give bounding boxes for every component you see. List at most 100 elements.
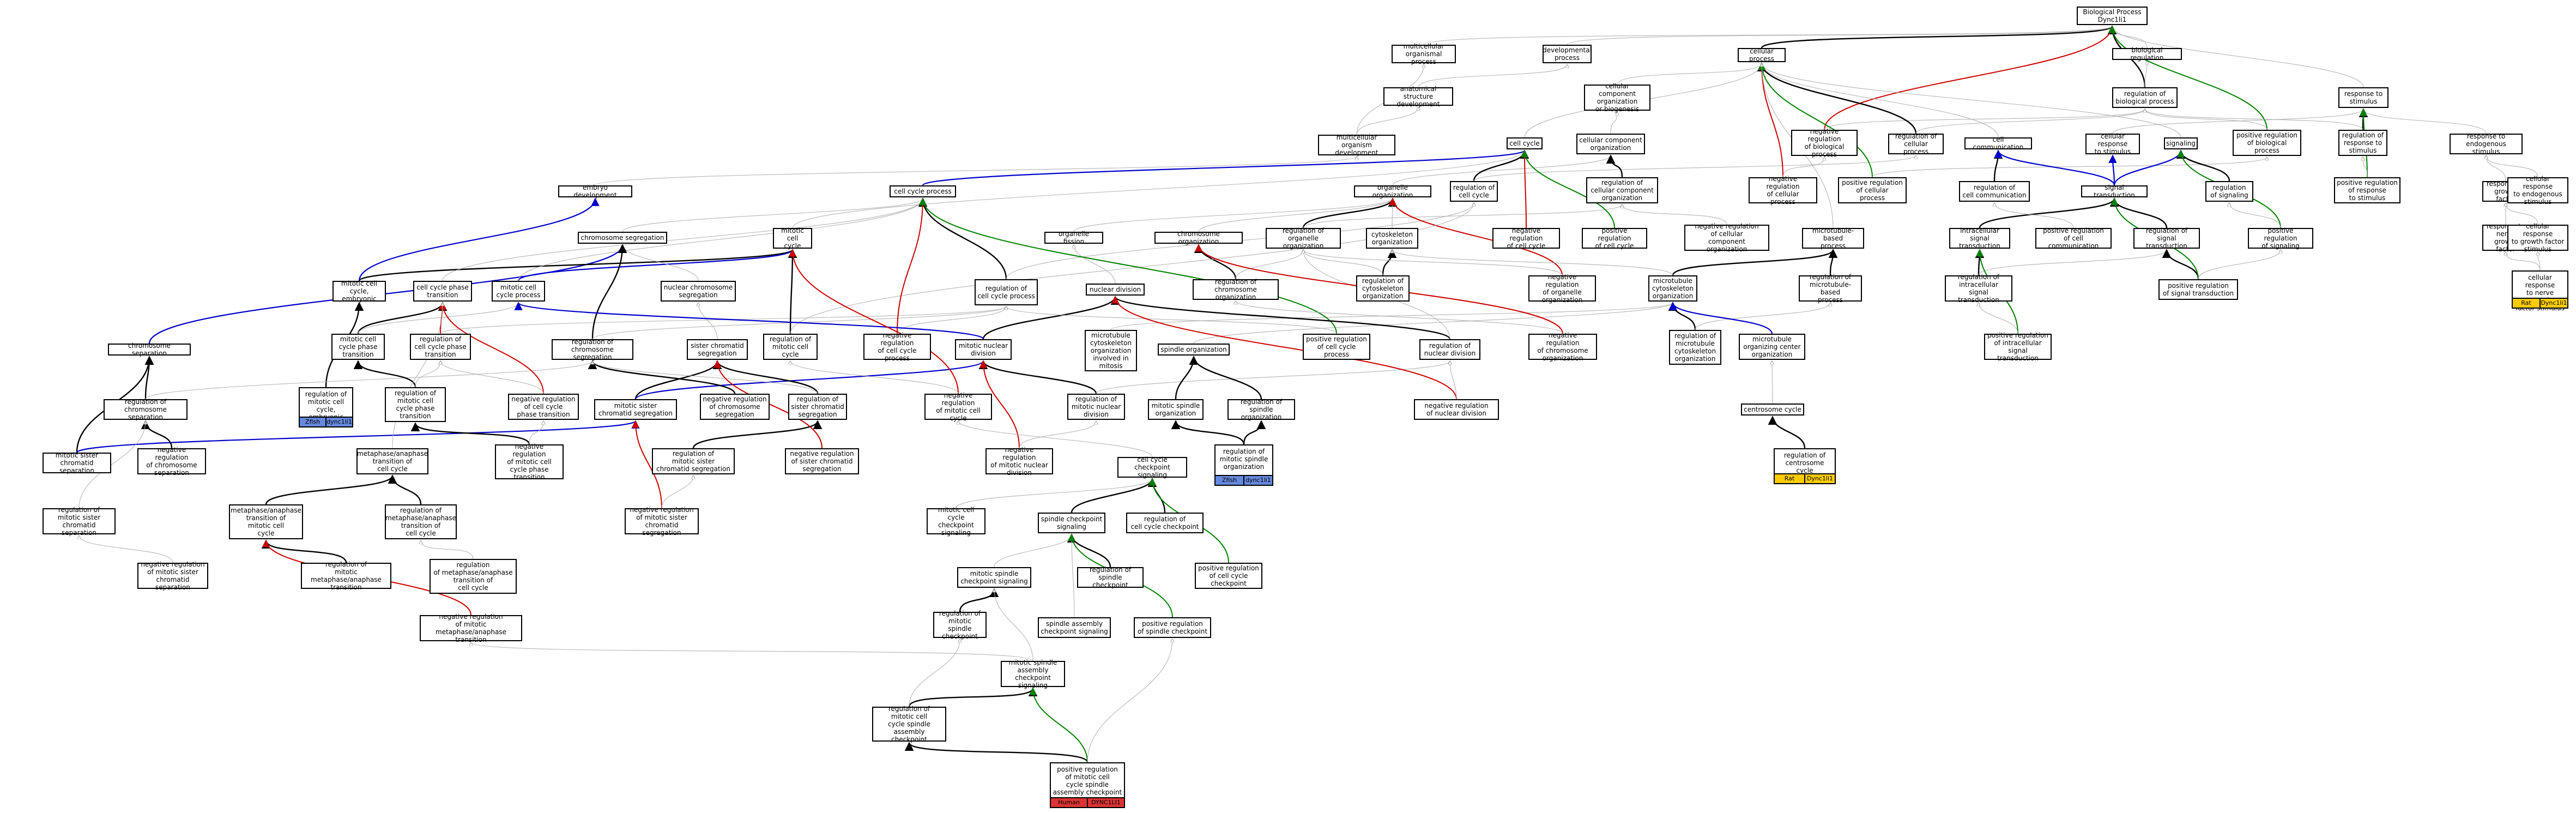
term-mitotic-cell-cycle-checkpoint-signaling[interactable]: mitotic cell cycle checkpoint signaling <box>927 506 985 537</box>
term-regulation-of-mitotic-cell-cycle-embryonic[interactable]: regulation of mitotic cell cycle, embryo… <box>299 387 353 427</box>
term-positive-regulation-of-cell-cycle-checkpoint[interactable]: positive regulation of cell cycle checkp… <box>1195 563 1262 589</box>
term-positive-regulation-of-biological-process[interactable]: positive regulation of biological proces… <box>2233 130 2301 156</box>
term-regulation-of-mitotic-sister-chromatid-segregation[interactable]: regulation of mitotic sister chromatid s… <box>652 448 735 474</box>
term-spindle-organization[interactable]: spindle organization <box>1158 344 1230 356</box>
term-nuclear-chromosome-segregation[interactable]: nuclear chromosome segregation <box>661 281 736 302</box>
term-cell-cycle-checkpoint-signaling[interactable]: cell cycle checkpoint signaling <box>1117 456 1187 479</box>
term-negative-regulation-of-sister-chromatid-segregation[interactable]: negative regulation of sister chromatid … <box>785 448 859 474</box>
term-sister-chromatid-segregation[interactable]: sister chromatid segregation <box>687 339 748 360</box>
term-regulation-of-cell-cycle[interactable]: regulation of cell cycle <box>1450 181 1498 202</box>
term-negative-regulation-of-mitotic-cell-cycle[interactable]: negative regulation of mitotic cell cycl… <box>924 392 992 422</box>
term-embryo-development[interactable]: embryo development <box>558 184 632 199</box>
term-mitotic-spindle-assembly-checkpoint-signaling[interactable]: mitotic spindle assembly checkpoint sign… <box>1001 659 1065 689</box>
term-negative-regulation-of-organelle-organization[interactable]: negative regulation of organelle organiz… <box>1528 273 1596 304</box>
term-centrosome-cycle[interactable]: centrosome cycle <box>1741 404 1804 415</box>
term-negative-regulation-of-biological-process[interactable]: negative regulation of biological proces… <box>1791 128 1858 158</box>
term-organelle-organization[interactable]: organelle organization <box>1354 184 1431 199</box>
term-positive-regulation-of-cell-cycle[interactable]: positive regulation of cell cycle <box>1582 227 1647 250</box>
term-cellular-response-to-stimulus[interactable]: cellular response to stimulus <box>2085 133 2140 155</box>
term-chromosome-segregation[interactable]: chromosome segregation <box>578 232 667 244</box>
term-biological-regulation[interactable]: biological regulation <box>2112 46 2182 62</box>
term-spindle-checkpoint-signaling[interactable]: spindle checkpoint signaling <box>1038 513 1105 533</box>
term-cellular-process[interactable]: cellular process <box>1738 47 1786 63</box>
term-anatomical-structure-development[interactable]: anatomical structure development <box>1383 85 1453 108</box>
term-positive-regulation-of-intracellular-signal-transduction[interactable]: positive regulation of intracellular sig… <box>1984 332 2052 362</box>
term-regulation-of-mitotic-cell-cycle-phase-transition[interactable]: regulation of mitotic cell cycle phase t… <box>385 387 446 422</box>
term-negative-regulation-of-cell-cycle[interactable]: negative regulation of cell cycle <box>1492 227 1560 250</box>
term-regulation-of-sister-chromatid-segregation[interactable]: regulation of sister chromatid segregati… <box>788 394 847 420</box>
term-regulation-of-cytoskeleton-organization[interactable]: regulation of cytoskeleton organization <box>1356 275 1410 302</box>
term-negative-regulation-of-mitotic-sister-chromatid-separation[interactable]: negative regulation of mitotic sister ch… <box>137 561 208 591</box>
term-cellular-response-to-nerve-growth-factor-stimulus[interactable]: cellular response to nerve growth factor… <box>2512 270 2568 312</box>
term-regulation-of-chromosome-segregation[interactable]: regulation of chromosome segregation <box>552 338 633 361</box>
term-cell-cycle-phase-transition[interactable]: cell cycle phase transition <box>413 281 472 302</box>
term-signal-transduction[interactable]: signal transduction <box>2081 184 2148 199</box>
term-regulation-of-nuclear-division[interactable]: regulation of nuclear division <box>1419 339 1480 360</box>
term-signaling[interactable]: signaling <box>2164 137 2198 149</box>
term-response-to-stimulus[interactable]: response to stimulus <box>2338 87 2388 108</box>
term-cell-cycle-process[interactable]: cell cycle process <box>890 185 956 197</box>
term-negative-regulation-of-cellular-process[interactable]: negative regulation of cellular process <box>1749 175 1817 206</box>
term-regulation-of-cell-cycle-process[interactable]: regulation of cell cycle process <box>975 279 1038 305</box>
term-mitotic-sister-chromatid-segregation[interactable]: mitotic sister chromatid segregation <box>594 399 677 420</box>
term-cell-communication[interactable]: cell communication <box>1964 136 2032 151</box>
term-regulation-of-chromosome-separation[interactable]: regulation of chromosome separation <box>104 398 188 421</box>
term-regulation-of-organelle-organization[interactable]: regulation of organelle organization <box>1266 227 1341 250</box>
term-regulation-of-cell-communication[interactable]: regulation of cell communication <box>1959 181 2030 202</box>
term-chromosome-organization[interactable]: chromosome organization <box>1154 230 1243 245</box>
term-regulation-of-cellular-process[interactable]: regulation of cellular process <box>1888 133 1944 155</box>
term-regulation-of-metaphase-anaphase-transition-of-mitotic-cell-cycle[interactable]: regulation of metaphase/anaphase transit… <box>430 559 517 594</box>
term-mitotic-cell-cycle[interactable]: mitotic cell cycle <box>773 227 812 250</box>
term-spindle-assembly-checkpoint-signaling[interactable]: spindle assembly checkpoint signaling <box>1038 617 1111 638</box>
term-negative-regulation-of-nuclear-division[interactable]: negative regulation of nuclear division <box>1414 399 1499 420</box>
term-microtubule-cytoskeleton-organization-involved-in-mitosis[interactable]: microtubule cytoskeleton organization in… <box>1085 330 1137 371</box>
term-cellular-response-to-growth-factor-stimulus[interactable]: cellular response to growth factor stimu… <box>2507 222 2568 253</box>
term-response-to-endogenous-stimulus[interactable]: response to endogenous stimulus <box>2450 133 2523 155</box>
term-regulation-of-mitotic-cell-cycle-spindle-assembly-checkpoint[interactable]: regulation of mitotic cell cycle spindle… <box>872 705 946 743</box>
term-metaphase-anaphase-transition-of-mitotic-cell-cycle[interactable]: metaphase/anaphase transition of mitotic… <box>229 504 303 539</box>
term-cellular-response-to-endogenous-stimulus[interactable]: cellular response to endogenous stimulus <box>2507 175 2568 206</box>
term-negative-regulation-of-chromosome-organization[interactable]: negative regulation of chromosome organi… <box>1528 332 1597 362</box>
term-positive-regulation-of-signaling[interactable]: positive regulation of signaling <box>2248 227 2313 250</box>
term-regulation-of-metaphase-anaphase-transition-of-cell-cycle[interactable]: regulation of metaphase/anaphase transit… <box>385 504 457 539</box>
term-mitotic-cell-cycle-process[interactable]: mitotic cell cycle process <box>492 281 545 302</box>
term-regulation-of-signal-transduction[interactable]: regulation of signal transduction <box>2133 227 2200 250</box>
term-positive-regulation-of-cell-cycle-process[interactable]: positive regulation of cell cycle proces… <box>1303 334 1370 360</box>
term-regulation-of-cell-cycle-phase-transition[interactable]: regulation of cell cycle phase transitio… <box>410 334 471 360</box>
term-organelle-fission[interactable]: organelle fission <box>1044 230 1103 245</box>
term-positive-regulation-of-mitotic-cell-cycle-spindle-assembly-checkpoint[interactable]: positive regulation of mitotic cell cycl… <box>1050 762 1125 808</box>
term-cell-cycle[interactable]: cell cycle <box>1507 137 1543 149</box>
term-negative-regulation-of-mitotic-cell-cycle-phase-transition[interactable]: negative regulation of mitotic cell cycl… <box>495 443 564 481</box>
term-intracellular-signal-transduction[interactable]: intracellular signal transduction <box>1949 227 2010 250</box>
term-mitotic-spindle-checkpoint-signaling[interactable]: mitotic spindle checkpoint signaling <box>957 567 1031 588</box>
term-negative-regulation-of-chromosome-segregation[interactable]: negative regulation of chromosome segreg… <box>700 394 770 420</box>
term-nuclear-division[interactable]: nuclear division <box>1086 284 1145 296</box>
term-microtubule-cytoskeleton-organization[interactable]: microtubule cytoskeleton organization <box>1648 275 1697 302</box>
term-microtubule-based-process[interactable]: microtubule-based process <box>1802 227 1864 250</box>
term-regulation-of-microtubule-based-process[interactable]: regulation of microtubule-based process <box>1799 273 1862 304</box>
term-regulation-of-cellular-component-organization[interactable]: regulation of cellular component organiz… <box>1586 177 1658 203</box>
term-mitotic-sister-chromatid-separation[interactable]: mitotic sister chromatid separation <box>43 451 111 474</box>
term-regulation-of-response-to-stimulus[interactable]: regulation of response to stimulus <box>2338 130 2387 156</box>
term-cytoskeleton-organization[interactable]: cytoskeleton organization <box>1366 228 1418 249</box>
term-mitotic-nuclear-division[interactable]: mitotic nuclear division <box>955 339 1012 360</box>
term-multicellular-organism-development[interactable]: multicellular organism development <box>1318 134 1395 156</box>
term-negative-regulation-of-chromosome-separation[interactable]: negative regulation of chromosome separa… <box>137 446 206 477</box>
term-regulation-of-mitotic-cell-cycle[interactable]: regulation of mitotic cell cycle <box>763 334 818 360</box>
term-regulation-of-biological-process[interactable]: regulation of biological process <box>2112 87 2178 108</box>
term-mitotic-cell-cycle-embryonic[interactable]: mitotic cell cycle, embryonic <box>332 280 386 303</box>
term-cellular-component-organization-or-biogenesis[interactable]: cellular component organization or bioge… <box>1584 82 1650 113</box>
term-microtubule-organizing-center-organization[interactable]: microtubule organizing center organizati… <box>1739 334 1805 360</box>
term-biological-process[interactable]: Biological Process Dync1li1 <box>2077 7 2148 25</box>
term-regulation-of-cell-cycle-checkpoint[interactable]: regulation of cell cycle checkpoint <box>1126 513 1204 533</box>
term-mitotic-spindle-organization[interactable]: mitotic spindle organization <box>1148 399 1204 420</box>
term-positive-regulation-of-spindle-checkpoint[interactable]: positive regulation of spindle checkpoin… <box>1134 617 1211 638</box>
term-regulation-of-spindle-checkpoint[interactable]: regulation of spindle checkpoint <box>1077 566 1144 589</box>
term-cellular-component-organization[interactable]: cellular component organization <box>1576 134 1645 154</box>
term-regulation-of-mitotic-nuclear-division[interactable]: regulation of mitotic nuclear division <box>1067 394 1125 420</box>
term-positive-regulation-of-cellular-process[interactable]: positive regulation of cellular process <box>1838 177 1907 203</box>
term-regulation-of-intracellular-signal-transduction[interactable]: regulation of intracellular signal trans… <box>1945 273 2012 304</box>
term-negative-regulation-of-cell-cycle-process[interactable]: negative regulation of cell cycle proces… <box>863 332 931 362</box>
term-positive-regulation-of-signal-transduction[interactable]: positive regulation of signal transducti… <box>2158 279 2238 300</box>
